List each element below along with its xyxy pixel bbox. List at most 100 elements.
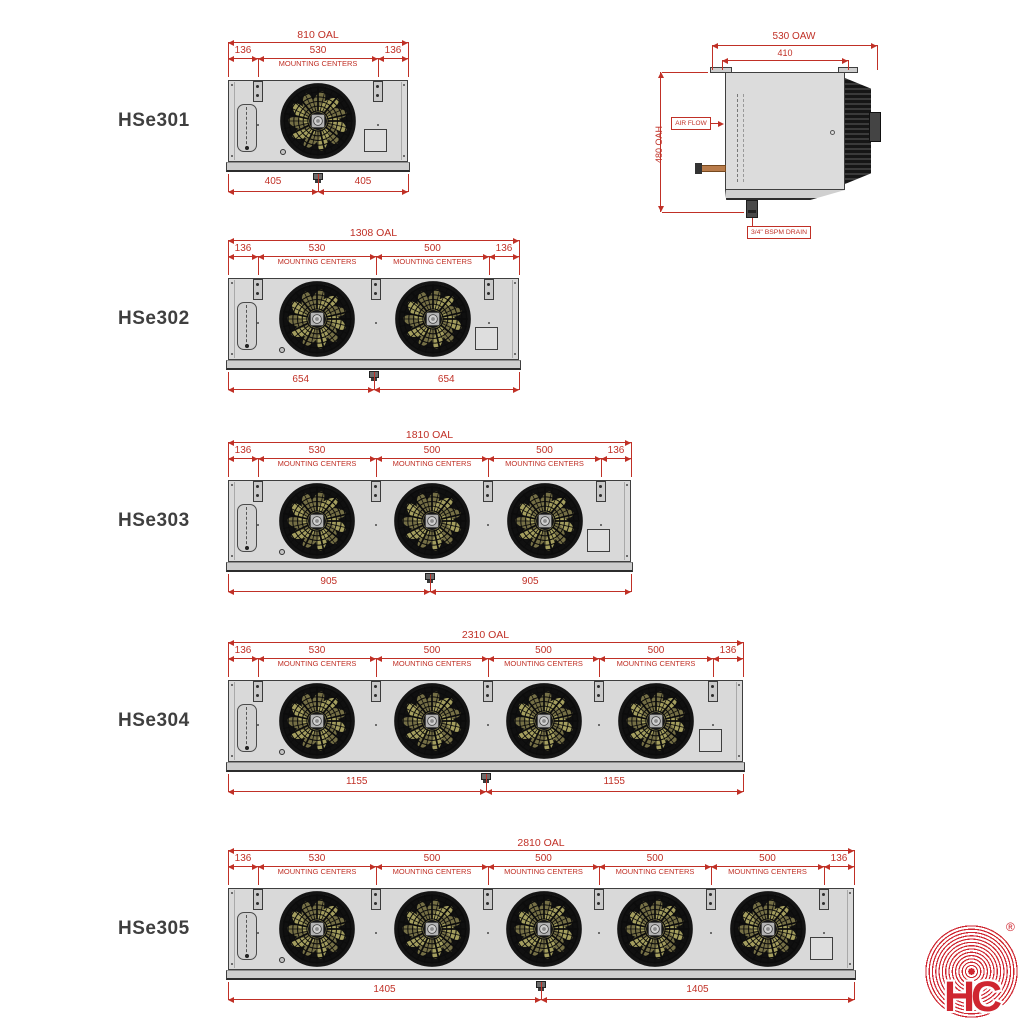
bracket-hole: [256, 902, 259, 905]
panel-seam: [234, 890, 235, 968]
mounting-bracket: [483, 681, 493, 702]
segment-dimension-label: 530: [308, 853, 326, 864]
dim-line: [712, 45, 877, 46]
leader-line: [752, 218, 753, 226]
mounting-centers-label: MOUNTING CENTERS: [615, 867, 695, 876]
side-screw-hole: [830, 130, 835, 135]
bottom-dimension-label: 1155: [345, 776, 368, 787]
fan-icon: [394, 891, 470, 967]
dim-arrowhead: [593, 655, 599, 662]
dim-arrowhead: [228, 655, 234, 662]
electrical-box: [810, 937, 833, 960]
bracket-hole: [374, 694, 377, 697]
extension-line: [599, 866, 600, 885]
mounting-bracket: [371, 279, 381, 300]
bracket-hole: [374, 283, 377, 286]
extension-line: [713, 658, 714, 677]
dim-arrowhead: [318, 188, 324, 195]
electrical-box: [364, 129, 387, 152]
dim-arrowhead: [848, 996, 854, 1003]
bracket-hole: [374, 494, 377, 497]
dim-arrowhead: [593, 863, 599, 870]
dim-arrowhead: [228, 847, 234, 854]
extension-line: [485, 774, 487, 792]
bottom-dimension-label: 905: [521, 576, 539, 587]
coil-header-cover: [237, 704, 257, 752]
dim-line: [488, 458, 601, 459]
extension-line: [228, 774, 229, 792]
panel-screw: [487, 932, 489, 934]
model-label: HSe303: [118, 510, 190, 531]
dim-arrowhead: [402, 188, 408, 195]
mounting-centers-label: MOUNTING CENTERS: [277, 659, 357, 668]
extension-line: [258, 256, 259, 275]
dim-arrowhead: [848, 847, 854, 854]
bracket-hole: [256, 283, 259, 286]
extension-line: [631, 574, 632, 592]
mounting-bracket: [253, 81, 263, 102]
fan-icon: [279, 483, 355, 559]
bottom-dimension-label: 654: [437, 374, 455, 385]
bottom-dimension-label: 1405: [686, 984, 709, 995]
segment-dimension-label: 500: [535, 645, 552, 656]
mounting-centers-label: MOUNTING CENTERS: [278, 59, 358, 68]
dim-line: [488, 866, 599, 867]
bracket-hole: [374, 893, 377, 896]
dim-arrowhead: [370, 455, 376, 462]
dim-arrowhead: [228, 588, 234, 595]
bracket-hole: [374, 485, 377, 488]
fan-icon: [279, 891, 355, 967]
panel-screw: [514, 353, 516, 355]
coil-header-dash: [246, 915, 247, 957]
extension-line: [743, 642, 744, 677]
dim-arrowhead: [376, 863, 382, 870]
panel-screw: [738, 684, 740, 686]
extension-line: [599, 658, 600, 677]
dim-arrowhead: [595, 455, 601, 462]
panel-detail-circle: [279, 549, 285, 555]
dim-arrowhead: [367, 386, 374, 393]
bracket-hole: [486, 694, 489, 697]
panel-screw: [738, 755, 740, 757]
dim-line: [722, 60, 848, 61]
mounting-bracket: [371, 481, 381, 502]
panel-screw: [487, 724, 489, 726]
dim-arrowhead: [482, 863, 488, 870]
extension-line: [408, 174, 409, 192]
dim-arrowhead: [228, 237, 234, 244]
extension-line: [228, 372, 229, 390]
bracket-hole: [256, 85, 259, 88]
bracket-hole: [597, 685, 600, 688]
dim-arrowhead: [258, 455, 264, 462]
dim-arrowhead: [228, 439, 234, 446]
dim-arrowhead: [429, 588, 436, 595]
dim-line: [228, 442, 631, 443]
extension-line: [824, 866, 825, 885]
coil-dashed-line: [743, 94, 744, 182]
drip-tray: [226, 970, 856, 980]
dim-line: [228, 850, 854, 851]
dim-arrowhead: [657, 206, 664, 212]
dim-line: [376, 458, 488, 459]
panel-screw: [849, 963, 851, 965]
segment-dimension-label: 500: [424, 243, 441, 254]
suction-pipe: [699, 165, 726, 172]
bottom-dimension-label: 905: [320, 576, 338, 587]
dim-arrowhead: [228, 639, 234, 646]
bracket-hole: [709, 893, 712, 896]
oal-dimension-label: 1308 OAL: [349, 227, 398, 239]
mounting-bracket: [371, 681, 381, 702]
fan-icon: [279, 281, 355, 357]
electrical-box: [587, 529, 610, 552]
dim-line: [228, 58, 258, 59]
panel-screw: [231, 892, 233, 894]
extension-line: [488, 458, 489, 477]
panel-detail-circle: [279, 749, 285, 755]
mounting-bracket: [819, 889, 829, 910]
extension-line: [258, 458, 259, 477]
segment-dimension-label: 136: [719, 645, 737, 656]
dim-arrowhead: [370, 655, 376, 662]
panel-screw: [231, 755, 233, 757]
bracket-hole: [256, 685, 259, 688]
